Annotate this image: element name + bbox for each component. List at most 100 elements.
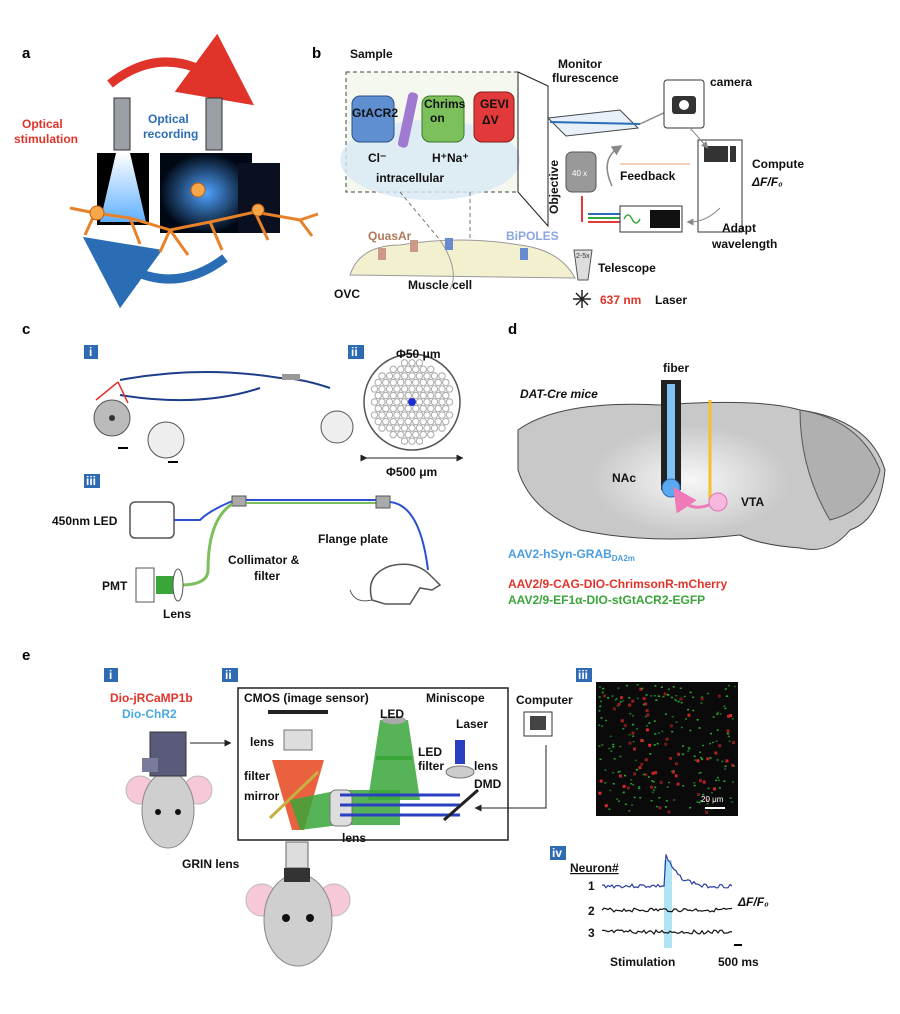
- green-fiber-speck: [718, 787, 721, 789]
- green-fiber-speck: [723, 780, 726, 782]
- green-fiber-speck: [605, 719, 608, 722]
- green-fiber-speck: [696, 719, 699, 721]
- fiber-dot: [412, 365, 420, 374]
- fiber-dot: [393, 385, 401, 393]
- fiber-dot: [415, 424, 424, 432]
- fiber-dot: [442, 417, 450, 426]
- fiber-dot: [400, 372, 409, 380]
- dio-chr2-label: Dio-ChR2: [122, 707, 177, 721]
- green-fiber-speck: [598, 745, 601, 747]
- red-cell-speck: [731, 763, 735, 767]
- mouse-head-large-icon: [245, 868, 351, 967]
- adapt-label-2: wavelength: [711, 237, 777, 251]
- red-cell-speck: [619, 774, 623, 778]
- badge-e-i: [104, 668, 118, 682]
- red-cell-speck: [697, 792, 701, 796]
- red-cell-speck: [717, 694, 721, 698]
- fiber-dot: [400, 359, 409, 367]
- red-cell-speck: [729, 714, 733, 718]
- red-cell-speck: [705, 798, 709, 802]
- fiber-dot: [430, 385, 439, 393]
- red-cell-speck: [599, 779, 603, 783]
- red-cell-speck: [646, 713, 650, 717]
- stim-label-1: Optical: [22, 117, 63, 131]
- led-icon: [382, 716, 406, 724]
- green-fiber-speck: [692, 696, 695, 699]
- red-cell-speck: [714, 751, 718, 755]
- recording-arrow-icon: [82, 236, 228, 309]
- red-cell-speck: [663, 692, 667, 696]
- green-fiber-speck: [698, 801, 701, 804]
- green-fiber-speck: [619, 701, 622, 703]
- fiber-dot: [408, 385, 416, 393]
- neuron-3-trace: [601, 929, 733, 936]
- red-cell-speck: [639, 687, 643, 691]
- adapt-label-1: Adapt: [722, 221, 756, 235]
- green-fiber-speck: [619, 755, 622, 758]
- green-fiber-speck: [693, 755, 696, 758]
- collimator-label-2: filter: [254, 569, 280, 583]
- green-fiber-speck: [654, 695, 657, 697]
- green-fiber-speck: [687, 750, 690, 752]
- green-fiber-speck: [609, 735, 612, 738]
- fiber-dot: [408, 437, 416, 445]
- fiber-dot: [404, 430, 412, 439]
- badge-e-iii-label: iii: [578, 668, 588, 682]
- badge-e-iv-label: iv: [552, 846, 562, 860]
- fiber-dot: [385, 385, 394, 393]
- green-fiber-speck: [614, 699, 617, 701]
- green-fiber-speck: [727, 735, 730, 738]
- green-fiber-speck: [616, 798, 619, 800]
- computer-label: Computer: [516, 693, 573, 707]
- fiber-dot: [427, 417, 435, 426]
- red-cell-speck: [732, 741, 736, 745]
- telescope-label: Telescope: [598, 261, 656, 275]
- green-fiber-speck: [630, 782, 633, 785]
- fiber-dot: [382, 391, 390, 400]
- lens-label: Lens: [163, 607, 191, 621]
- red-cell-speck: [628, 741, 632, 745]
- aom-icon: [650, 210, 680, 228]
- fiber-dot: [397, 417, 405, 426]
- red-cell-speck: [706, 757, 710, 761]
- fiber-dot: [393, 372, 401, 380]
- green-fiber-speck: [602, 687, 605, 690]
- fiber-dot: [419, 417, 427, 426]
- stim-label-2: stimulation: [14, 132, 78, 146]
- red-cell-speck: [699, 779, 703, 783]
- green-fiber-speck: [716, 729, 719, 731]
- red-cell-speck: [603, 694, 607, 698]
- green-fiber-speck: [731, 781, 734, 783]
- stim-objective-icon: [113, 97, 131, 151]
- stimulation-arrow-icon: [107, 33, 255, 106]
- red-cell-speck: [619, 696, 623, 700]
- pmt-box-icon: [135, 567, 155, 603]
- green-fiber-speck: [613, 758, 616, 760]
- neuron-1-label: 1: [588, 879, 595, 893]
- rec-label-1: Optical: [148, 112, 189, 126]
- green-fiber-speck: [709, 732, 712, 735]
- green-fiber-speck: [667, 688, 670, 691]
- fiber-dot: [423, 385, 431, 393]
- lens-top-icon: [283, 729, 313, 751]
- green-fiber-speck: [630, 779, 633, 781]
- gtacr2-channel-icon: [351, 95, 395, 143]
- green-fiber-speck: [653, 744, 656, 746]
- fiber-cable: [119, 370, 331, 389]
- collimator-icon: [231, 495, 247, 507]
- fiber-dot: [442, 391, 450, 400]
- green-fiber-speck: [642, 703, 645, 706]
- green-fiber-speck: [673, 799, 676, 801]
- center-fiber-icon: [408, 398, 416, 406]
- fiber-dot: [430, 372, 439, 380]
- hna-label: H⁺Na⁺: [432, 151, 469, 165]
- green-fiber-speck: [677, 700, 680, 703]
- fiber-dot: [378, 385, 386, 393]
- green-fiber-speck: [638, 787, 641, 790]
- fiber-dot: [438, 411, 446, 419]
- panel-c-letter: c: [22, 321, 30, 338]
- red-cell-speck: [628, 703, 632, 707]
- fiber-dot: [404, 391, 412, 400]
- feedback-label: Feedback: [620, 169, 676, 183]
- scalebar-label: 20 μm: [701, 795, 724, 804]
